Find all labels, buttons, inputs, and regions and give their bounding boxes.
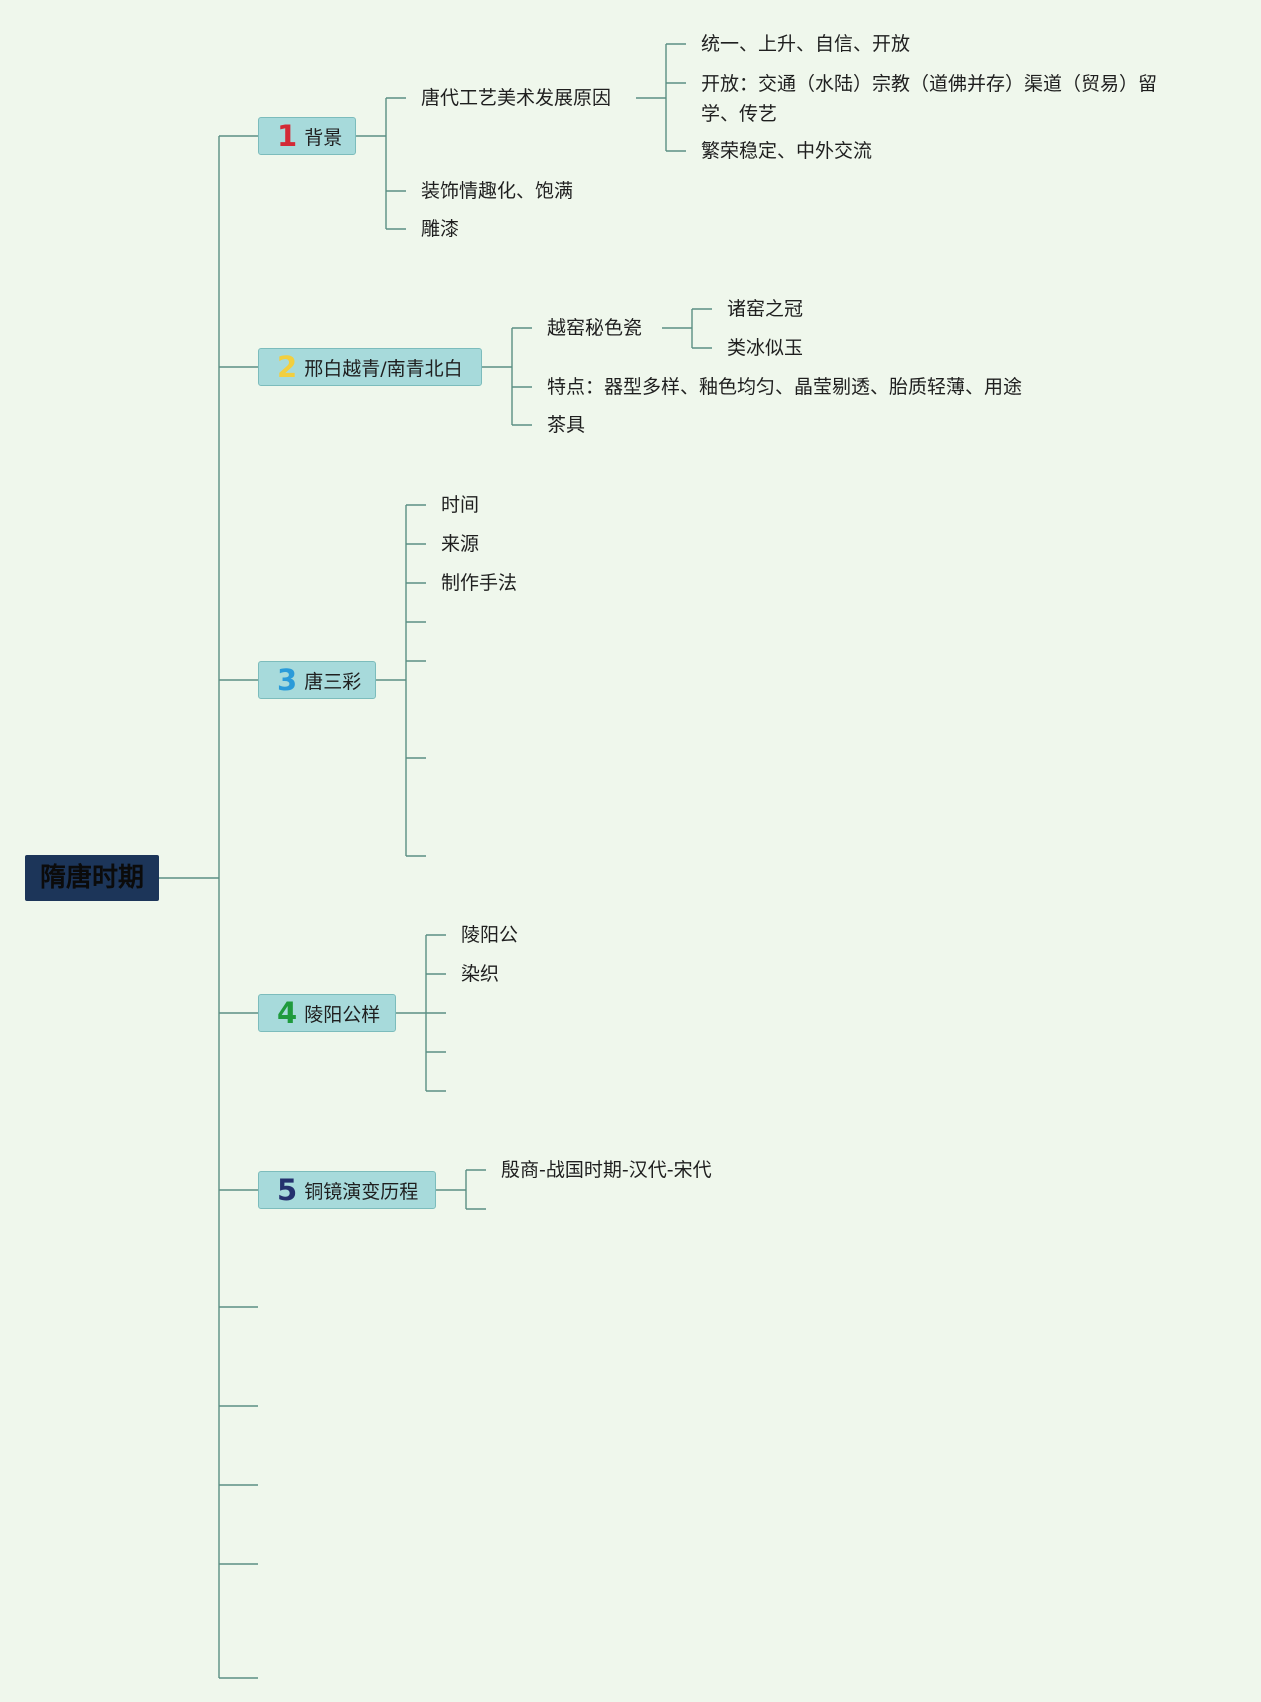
topic-node[interactable]: 统一、上升、自信、开放 — [701, 33, 911, 55]
root-node[interactable]: 隋唐时期 — [25, 855, 159, 901]
branch-number: 5 — [277, 1172, 298, 1207]
topic-node[interactable]: 雕漆 — [421, 218, 460, 240]
topic-node[interactable]: 来源 — [441, 533, 480, 555]
branch-label: 背景 — [304, 126, 343, 149]
branch-label: 铜镜演变历程 — [304, 1180, 419, 1203]
topic-node[interactable]: 殷商-战国时期-汉代-宋代 — [501, 1159, 712, 1181]
topic-node[interactable]: 开放：交通（水陆）宗教（道佛并存）渠道（贸易）留学、传艺 — [701, 73, 1158, 125]
topic-node[interactable]: 类冰似玉 — [727, 337, 804, 359]
branch-label: 陵阳公样 — [304, 1003, 381, 1026]
branch-label: 邢白越青/南青北白 — [304, 357, 463, 380]
topic-node[interactable]: 诸窑之冠 — [727, 298, 804, 320]
branch-node-2[interactable]: 2 邢白越青/南青北白 — [258, 348, 482, 386]
branch-label: 唐三彩 — [304, 670, 362, 693]
topic-node[interactable]: 制作手法 — [441, 572, 518, 594]
branch-number: 2 — [277, 349, 298, 384]
topic-node[interactable]: 装饰情趣化、饱满 — [421, 180, 574, 202]
topic-node[interactable]: 繁荣稳定、中外交流 — [701, 140, 873, 162]
branch-node-4[interactable]: 4 陵阳公样 — [258, 994, 396, 1032]
topic-node[interactable]: 茶具 — [547, 414, 586, 436]
topic-node[interactable]: 特点：器型多样、釉色均匀、晶莹剔透、胎质轻薄、用途 — [547, 376, 1023, 398]
branch-number: 1 — [277, 118, 298, 153]
branch-node-1[interactable]: 1 背景 — [258, 117, 356, 155]
topic-node[interactable]: 染织 — [461, 963, 500, 985]
topic-node[interactable]: 时间 — [441, 494, 480, 516]
branch-number: 3 — [277, 662, 298, 697]
branch-number: 4 — [277, 995, 298, 1030]
branch-node-5[interactable]: 5 铜镜演变历程 — [258, 1171, 436, 1209]
topic-node[interactable]: 陵阳公 — [461, 924, 519, 946]
branch-node-3[interactable]: 3 唐三彩 — [258, 661, 376, 699]
topic-node[interactable]: 越窑秘色瓷 — [547, 317, 643, 339]
topic-node[interactable]: 唐代工艺美术发展原因 — [421, 87, 612, 109]
